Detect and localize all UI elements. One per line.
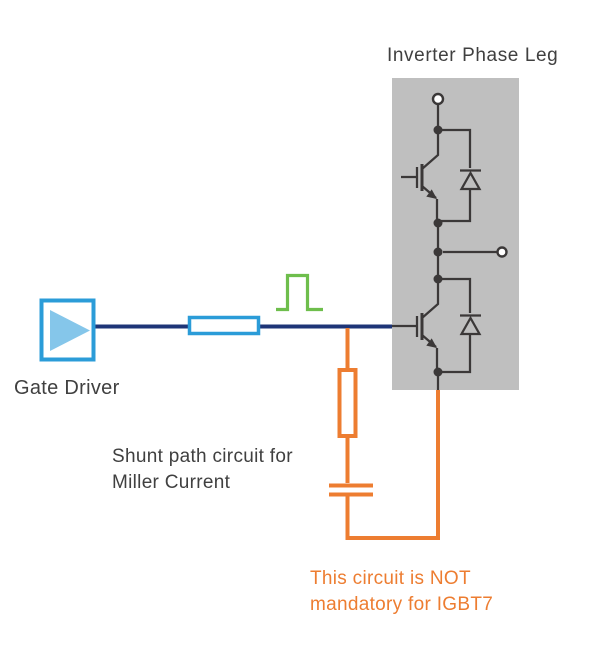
gate-resistor-symbol: [187, 315, 261, 336]
junction-dot-top: [433, 125, 443, 135]
lower-diode-symbol: [459, 314, 482, 336]
lower-igbt-symbol: [392, 281, 440, 370]
gate-driver-block: [39, 298, 96, 362]
inverter-phase-leg-box: [392, 78, 519, 390]
inverter-phase-leg-title: Inverter Phase Leg: [387, 45, 559, 66]
phase-output-terminal-icon: [496, 246, 508, 258]
upper-igbt-emitter-arrow-icon: [426, 189, 437, 199]
phase-leg-circuit: [392, 92, 508, 390]
lower-diode-return-wire: [438, 333, 472, 374]
shunt-return-wire: [345, 390, 440, 540]
lower-diode-branch-wire: [438, 277, 472, 313]
igbt7-note-line2: mandatory for IGBT7: [310, 594, 494, 615]
shunt-path-circuit: [329, 328, 440, 540]
upper-diode-symbol: [459, 169, 482, 191]
lower-igbt-collector: [421, 281, 440, 319]
gate-driver-triangle-icon: [50, 310, 90, 351]
shunt-caption-line1: Shunt path circuit for: [112, 446, 293, 467]
upper-diode-return-wire: [438, 189, 472, 223]
junction-dot-upper-emitter: [433, 218, 443, 228]
upper-igbt-symbol: [401, 131, 440, 222]
igbt7-note: This circuit is NOT mandatory for IGBT7: [310, 566, 493, 618]
dc-plus-terminal-icon: [431, 92, 445, 106]
lower-igbt-emitter-arrow-icon: [426, 338, 437, 348]
shunt-caption-line2: Miller Current: [112, 472, 231, 493]
igbt7-note-line1: This circuit is NOT: [310, 568, 471, 589]
gate-driver-label: Gate Driver: [14, 377, 120, 399]
junction-dot-output: [433, 247, 443, 257]
junction-dot-bottom: [433, 367, 443, 377]
shunt-resistor-symbol: [337, 368, 358, 438]
shunt-capacitor-symbol: [329, 483, 373, 497]
pulse-waveform-icon: [276, 273, 323, 312]
upper-diode-branch-wire: [438, 128, 472, 168]
shunt-path-caption: Shunt path circuit for Miller Current: [112, 444, 293, 496]
upper-diode-triangle: [459, 170, 482, 191]
upper-igbt-collector: [421, 131, 440, 170]
junction-dot-lower-collector: [433, 274, 443, 284]
lower-diode-triangle: [459, 315, 482, 336]
